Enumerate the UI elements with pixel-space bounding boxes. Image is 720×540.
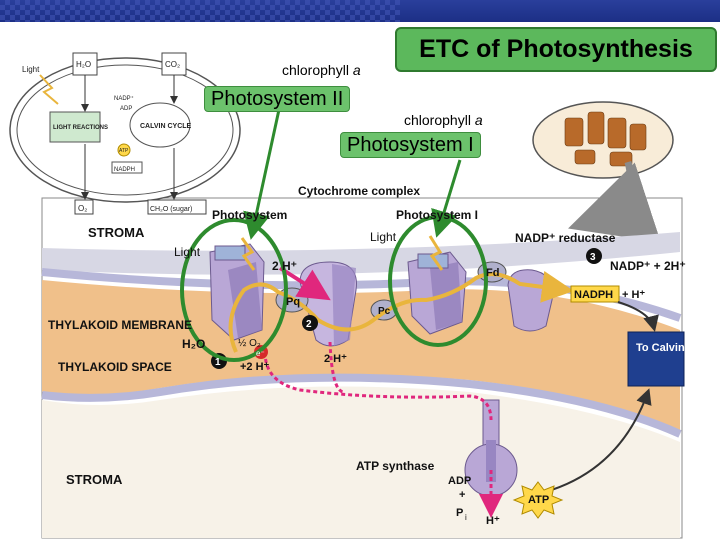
- inset-co2-label: CO₂: [165, 60, 180, 69]
- inset-calvin-label: CALVIN CYCLE: [140, 123, 192, 130]
- chlorophyll-a-italic-ps1: a: [474, 112, 483, 128]
- light-left-label: Light: [174, 245, 201, 259]
- inset-nadph-box: [111, 161, 143, 174]
- two-h-plus-top-label: 2 H⁺: [272, 259, 297, 273]
- e-minus-label: e⁻: [256, 349, 265, 358]
- slide-title: ETC of Photosynthesis: [419, 35, 693, 63]
- plus-2h-label: +2 H⁺: [240, 361, 270, 373]
- nadph-to-calvin-arrow: [617, 301, 659, 332]
- inset-nadph-label: NADPH: [114, 167, 135, 173]
- to-calvin-box: [627, 331, 685, 387]
- plus-label: +: [459, 489, 465, 501]
- pi-subscript: i: [465, 513, 467, 522]
- electron-flow-path: [228, 271, 574, 353]
- atp-label: ATP: [528, 494, 549, 506]
- proton-flow-lumen: [328, 341, 345, 394]
- plus-h-label: + H⁺: [622, 289, 645, 301]
- inset-atp-burst: [117, 143, 131, 157]
- inset-light-zigzag: [39, 74, 59, 105]
- top-bar-pattern: [0, 0, 400, 22]
- fd-label: Fd: [486, 267, 499, 279]
- atp-synthase-label: ATP synthase: [356, 459, 435, 473]
- ch2o-box: [147, 199, 207, 215]
- inset-h2o-label: H₂O: [76, 60, 91, 69]
- inset-o2-label: O₂: [78, 204, 87, 213]
- chlorophyll-prefix-ps2: chlorophyll: [282, 62, 353, 78]
- photosystem-ii-complex: [209, 243, 265, 341]
- photosystem-i-label: Photosystem I: [340, 132, 481, 158]
- chlorophyll-prefix-ps1: chlorophyll: [404, 112, 475, 128]
- step-3-label: 3: [590, 252, 596, 263]
- thylakoid-space-label: THYLAKOID SPACE: [58, 360, 172, 374]
- proton-flow-top: [278, 266, 331, 301]
- half-o2-label: ½ O₂: [238, 338, 261, 349]
- pi-label: P: [456, 507, 463, 519]
- two-h-plus-space-label: 2 H⁺: [324, 353, 347, 365]
- light-reactions-box: [49, 111, 101, 143]
- light-bolt-ps2: [240, 237, 256, 271]
- ps2-pointer-arrow: [243, 104, 282, 240]
- nadp-plus-2h-label: NADP⁺ + 2H⁺: [610, 259, 686, 273]
- nadph-box: [570, 285, 620, 303]
- atp-to-calvin-arrow: [544, 388, 652, 493]
- stroma-top-label: STROMA: [88, 225, 145, 240]
- h2o-label: H₂O: [182, 337, 205, 351]
- inset-ch2o-label: CH₂O (sugar): [150, 206, 192, 213]
- chlorophyll-a-italic-ps2: a: [352, 62, 361, 78]
- calvin-cycle-ellipse: [129, 102, 191, 148]
- chloroplast-outline: [9, 57, 241, 203]
- photosystem-ii-label: Photosystem II: [204, 86, 351, 112]
- proton-flow-to-synthase: [263, 351, 493, 421]
- thylakoid-membrane-label: THYLAKOID MEMBRANE: [48, 318, 192, 332]
- stroma-bottom-label: STROMA: [66, 472, 123, 487]
- chlorophyll-a-label-ps2: chlorophyll a: [282, 62, 361, 78]
- slide-top-bar: [0, 0, 720, 22]
- inset-light-reactions-label: LIGHT REACTIONS: [53, 125, 108, 131]
- photosystem-ii-diagram-label: Photosystem: [212, 208, 287, 222]
- step-2-label: 2: [306, 319, 312, 330]
- step-1-label: 1: [215, 357, 221, 368]
- h-plus-bottom-label: H⁺: [486, 515, 500, 527]
- slide-title-box: ETC of Photosynthesis: [395, 27, 717, 72]
- step-2-marker: [302, 315, 318, 331]
- pq-label: Pq: [286, 296, 300, 308]
- nadp-reductase-label: NADP⁺ reductase: [515, 231, 616, 245]
- inset-nadp-label: NADP⁺: [114, 95, 134, 102]
- photosystem-i-diagram-label: Photosystem I: [396, 208, 478, 222]
- overview-inset: Light H₂O CO₂ NADP⁺ ADP LIGHT REACTIONS …: [9, 52, 241, 215]
- inset-adp-label: ADP: [120, 106, 132, 112]
- ps1-pointer-arrow: [431, 159, 462, 238]
- pc-label: Pc: [378, 306, 391, 317]
- light-right-label: Light: [370, 230, 397, 244]
- chlorophyll-a-label-ps1: chlorophyll a: [404, 112, 483, 128]
- to-calvin-label: To Calvin cycle: [636, 342, 715, 354]
- stroma-membrane-edge: [42, 232, 680, 275]
- step-3-marker: [586, 248, 602, 264]
- nadph-label: NADPH: [574, 289, 613, 301]
- adp-label: ADP: [448, 475, 471, 487]
- chloroplast-inner-outline: [16, 64, 234, 196]
- light-bolt-ps1: [428, 235, 444, 271]
- o2-box: [74, 199, 94, 215]
- inset-atp-label: ATP: [119, 148, 129, 154]
- zoom-in-arrow: [568, 161, 661, 243]
- chloroplast-micrograph-icon: [532, 101, 674, 179]
- cytochrome-label: Cytochrome complex: [298, 184, 420, 198]
- inset-light-label: Light: [22, 65, 40, 74]
- ps2-highlight-ring: [180, 218, 288, 362]
- atp-starburst: [512, 481, 564, 519]
